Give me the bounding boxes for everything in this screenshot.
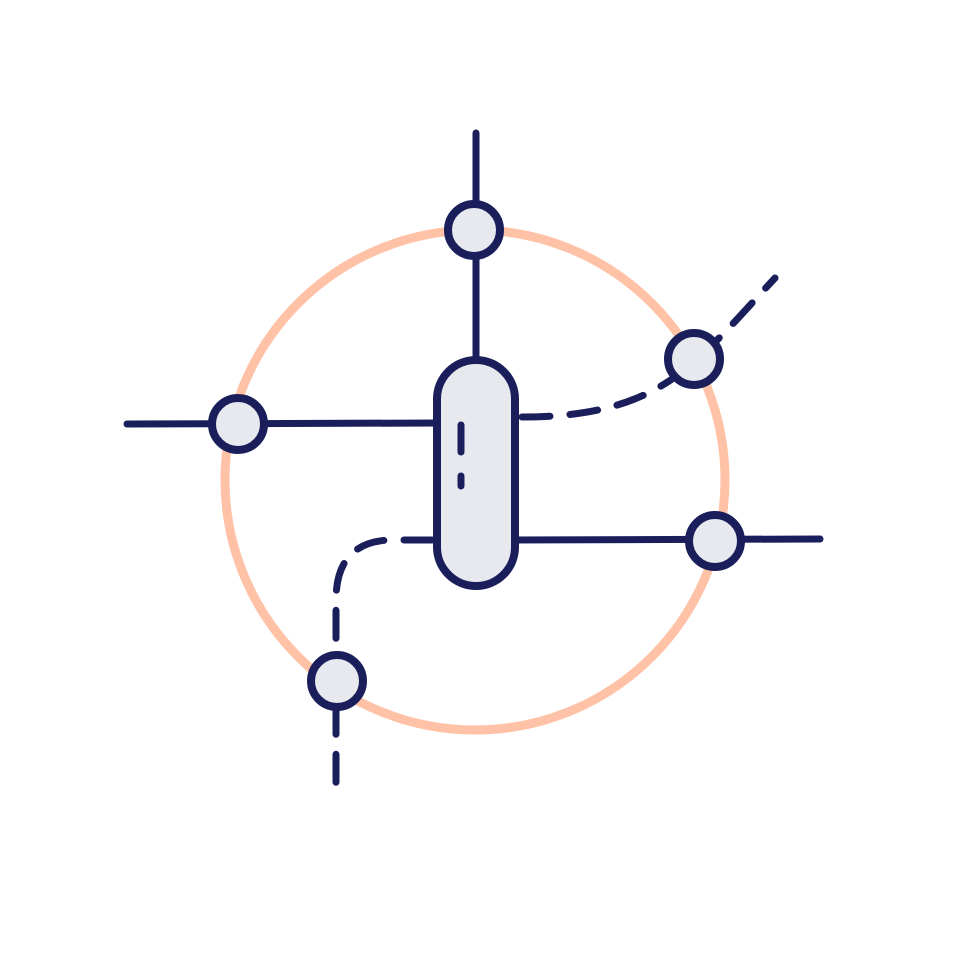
node-upper-right [664,329,724,389]
dashed-connector-lower-left [332,536,436,794]
right-connector-line [508,535,824,544]
node-top [444,200,504,260]
left-connector-line [123,419,444,428]
node-left [208,394,268,454]
dashed-connector-upper-right [518,274,779,421]
central-hub-pill [433,356,519,590]
node-right [685,511,745,571]
node-lower-left [307,651,367,711]
